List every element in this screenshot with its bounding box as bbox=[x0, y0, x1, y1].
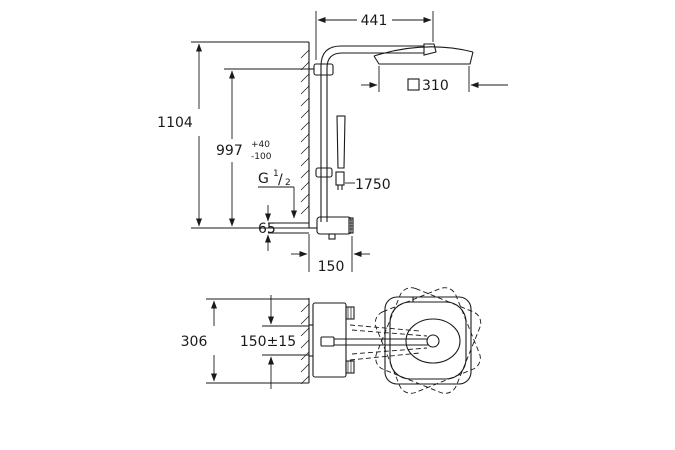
thread-denominator: 2 bbox=[285, 178, 291, 188]
thermostat bbox=[309, 216, 354, 240]
hose-length-callout: 1750 bbox=[345, 177, 391, 193]
plan-swivel-positions bbox=[374, 287, 482, 394]
dimension-997: 997 +40 -100 bbox=[216, 68, 310, 227]
wall-offset-label: 65 bbox=[258, 221, 276, 237]
total-height-label: 1104 bbox=[157, 115, 193, 131]
dimension-310: 310 bbox=[361, 66, 508, 94]
wall-hatching bbox=[300, 42, 310, 228]
outlet-tolerance-minus: -100 bbox=[251, 152, 272, 162]
thread-size-callout: G 1 / 2 bbox=[258, 169, 297, 219]
hand-shower bbox=[336, 115, 346, 169]
thread-slash: / bbox=[278, 172, 283, 188]
thermostat-depth-label: 150 bbox=[318, 259, 345, 275]
dimension-441: 441 bbox=[315, 11, 434, 60]
connection-spacing-label: 150±15 bbox=[240, 334, 296, 350]
thread-numerator: 1 bbox=[273, 169, 279, 179]
head-size-label: 310 bbox=[422, 78, 449, 94]
plan-shower-arm bbox=[334, 324, 428, 361]
plan-knob-top bbox=[345, 306, 355, 320]
dimension-65: 65 bbox=[258, 205, 309, 251]
head-shower bbox=[373, 43, 474, 65]
square-symbol-icon bbox=[407, 78, 420, 91]
plan-thermostat bbox=[309, 302, 355, 378]
plan-riser-mount bbox=[320, 336, 335, 347]
plan-head-shower bbox=[384, 296, 472, 385]
plan-view: 306 150±15 bbox=[181, 287, 482, 394]
thermostat-outlet bbox=[328, 233, 336, 240]
outlet-height-label: 997 bbox=[216, 143, 243, 159]
thread-prefix-label: G bbox=[258, 171, 269, 187]
plan-knob-bottom bbox=[345, 360, 355, 374]
outlet-tolerance-plus: +40 bbox=[251, 140, 270, 150]
arm-length-label: 441 bbox=[361, 13, 388, 29]
slider-bracket bbox=[315, 167, 333, 178]
riser-and-shower-arm bbox=[309, 45, 424, 222]
dimension-150: 150 bbox=[291, 234, 370, 275]
hose-connector bbox=[335, 171, 345, 186]
dimension-1104: 1104 bbox=[157, 41, 309, 229]
plan-wall-hatching bbox=[300, 298, 310, 385]
dimension-150-tolerance: 150±15 bbox=[240, 295, 309, 389]
plan-width-label: 306 bbox=[181, 334, 208, 350]
wall-bracket bbox=[313, 63, 334, 76]
hose-length-label: 1750 bbox=[355, 177, 391, 193]
dimension-306: 306 bbox=[181, 298, 309, 384]
side-elevation-view: 441 310 1104 997 +40 -100 bbox=[157, 11, 508, 275]
